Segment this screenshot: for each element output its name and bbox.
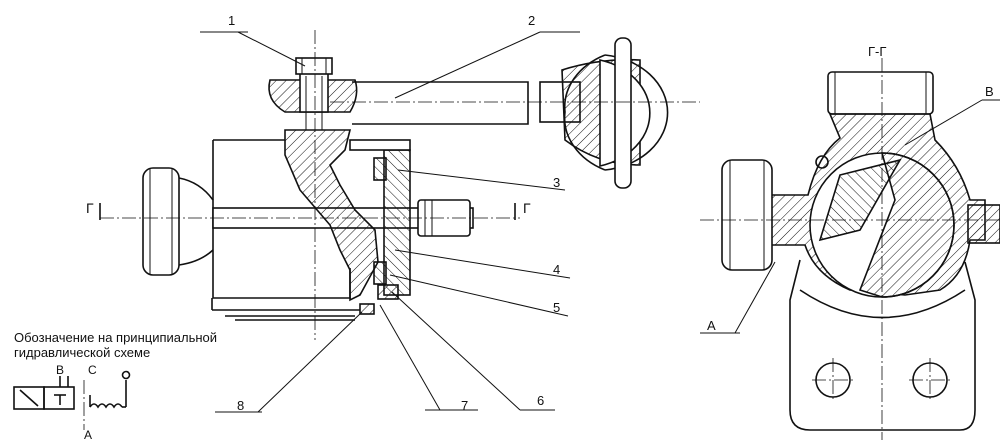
symbol-port-b: В bbox=[56, 363, 65, 377]
symbol-port-c: С bbox=[88, 363, 97, 377]
right-view bbox=[700, 58, 1000, 440]
port-label-a: А bbox=[707, 318, 716, 333]
port-label-b: В bbox=[985, 84, 994, 99]
callout-5: 5 bbox=[553, 300, 561, 315]
caption-line-2: гидравлической схеме bbox=[14, 345, 151, 360]
callout-7: 7 bbox=[461, 398, 469, 413]
caption-line-1: Обозначение на принципиальной bbox=[14, 330, 218, 345]
left-view bbox=[99, 30, 700, 340]
callout-1: 1 bbox=[228, 13, 236, 28]
callout-4: 4 bbox=[553, 262, 561, 277]
callout-3: 3 bbox=[553, 175, 561, 190]
leader-lines bbox=[200, 31, 580, 413]
callout-8: 8 bbox=[237, 398, 245, 413]
callout-2: 2 bbox=[528, 13, 536, 28]
section-mark-left: Г bbox=[86, 200, 94, 216]
section-title: Г-Г bbox=[868, 44, 887, 59]
section-mark-right: Г bbox=[523, 200, 531, 216]
callout-6: 6 bbox=[537, 393, 545, 408]
symbol-port-a: А bbox=[84, 428, 93, 442]
hydraulic-symbol bbox=[13, 370, 131, 430]
